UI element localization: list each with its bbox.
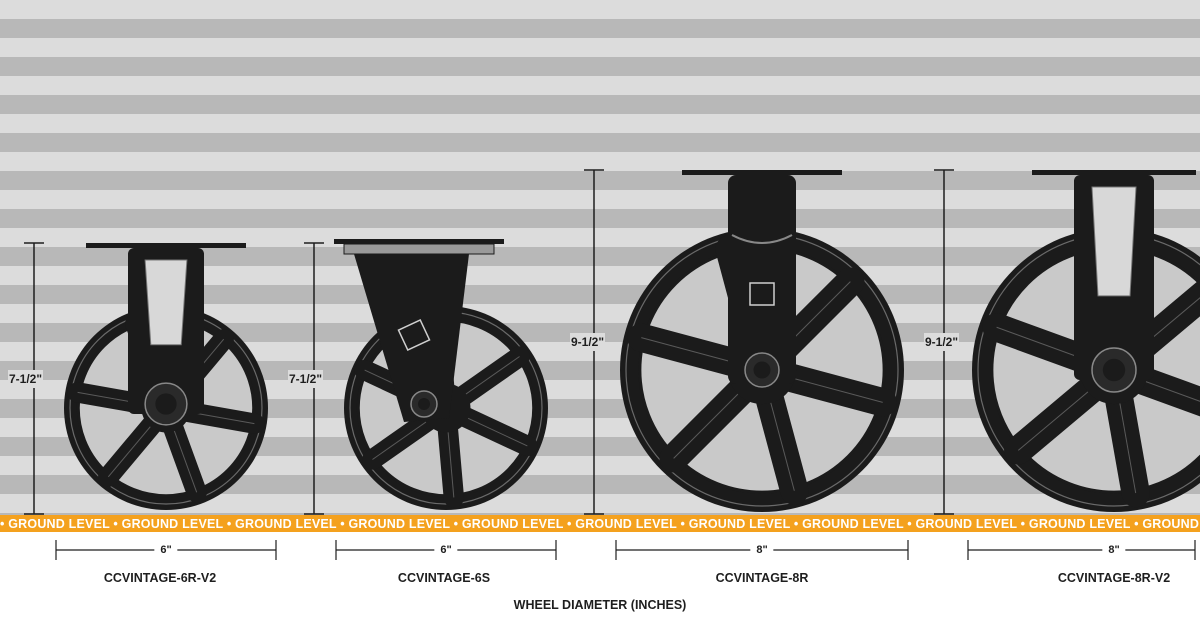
background-stripe: [0, 114, 1200, 133]
background-stripe: [0, 38, 1200, 57]
model-label-8r-v2: CCVINTAGE-8R-V2: [1057, 571, 1171, 585]
top-plate: [682, 170, 842, 175]
background-stripe: [0, 76, 1200, 95]
axle-bolt: [418, 398, 430, 410]
axle-bolt: [753, 361, 771, 379]
background-stripe: [0, 437, 1200, 456]
fork: [728, 175, 796, 384]
background-stripe: [0, 19, 1200, 38]
swivel-fork: [354, 254, 469, 422]
fork-window: [144, 259, 188, 346]
background-stripe: [0, 190, 1200, 209]
x-axis-title: WHEEL DIAMETER (INCHES): [513, 598, 687, 612]
bracket-8r-v2: [1032, 170, 1196, 393]
diameter-label-6r-v2: 6": [154, 544, 178, 556]
height-label-8r-v2: 9-1/2": [924, 333, 960, 351]
background-stripe: [0, 0, 1200, 19]
background-stripe: [0, 95, 1200, 114]
model-label-8r: CCVINTAGE-8R: [715, 571, 809, 585]
height-label-8r: 9-1/2": [570, 333, 606, 351]
fork-window: [1091, 186, 1137, 297]
background-stripe: [0, 228, 1200, 247]
bracket-8r: [682, 170, 842, 388]
diameter-label-6s: 6": [434, 544, 458, 556]
swivel-race: [343, 243, 495, 255]
background-stripe: [0, 133, 1200, 152]
background-stripe: [0, 418, 1200, 437]
top-plate: [334, 239, 504, 244]
background-stripe: [0, 171, 1200, 190]
background-stripe: [0, 304, 1200, 323]
height-label-6s: 7-1/2": [288, 370, 324, 388]
background-stripes: [0, 0, 1200, 532]
model-label-6s: CCVINTAGE-6S: [397, 571, 491, 585]
axle-bolt: [1102, 358, 1126, 382]
brand-logo-icon: [749, 282, 775, 306]
axle-bolt: [155, 393, 177, 415]
height-label-6r-v2: 7-1/2": [8, 370, 44, 388]
fork-emblem-arc: [731, 234, 793, 244]
top-plate: [86, 243, 246, 248]
bracket-6s: [334, 239, 504, 422]
diameter-dimension-8r-v2: [967, 540, 1196, 560]
background-stripe: [0, 285, 1200, 304]
model-label-6r-v2: CCVINTAGE-6R-V2: [103, 571, 217, 585]
background-stripe: [0, 494, 1200, 513]
ground-level-strip: • GROUND LEVEL • GROUND LEVEL • GROUND L…: [0, 515, 1200, 532]
background-stripe: [0, 247, 1200, 266]
background-stripe: [0, 399, 1200, 418]
diameter-label-8r: 8": [750, 544, 774, 556]
background-stripe: [0, 475, 1200, 494]
ground-level-text: • GROUND LEVEL • GROUND LEVEL • GROUND L…: [0, 517, 1200, 531]
diameter-label-8r-v2: 8": [1102, 544, 1126, 556]
background-stripe: [0, 456, 1200, 475]
brand-logo-icon: [397, 318, 431, 352]
background-stripe: [0, 57, 1200, 76]
bracket-6r-v2: [86, 243, 246, 426]
top-plate: [1032, 170, 1196, 175]
background-stripe: [0, 152, 1200, 171]
background-stripe: [0, 266, 1200, 285]
background-stripe: [0, 209, 1200, 228]
